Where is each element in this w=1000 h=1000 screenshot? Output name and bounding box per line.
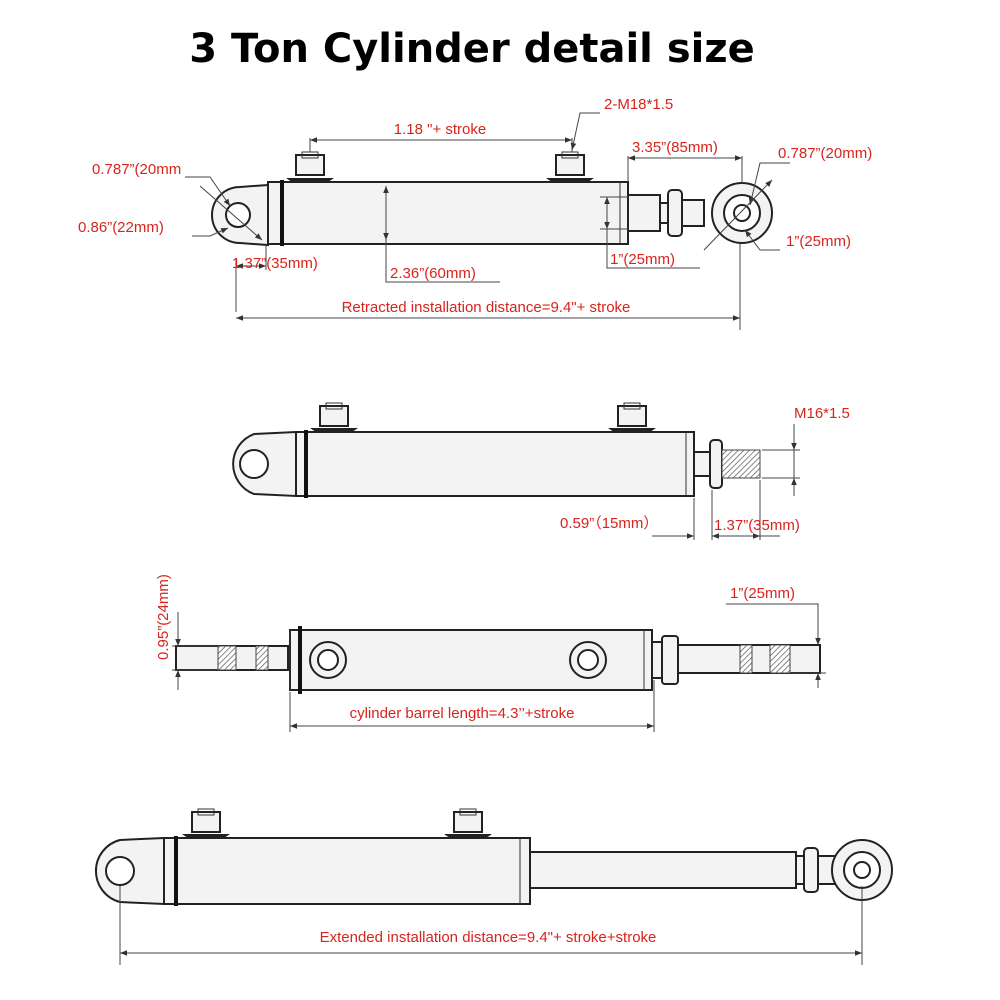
barrel-diameter-label: 2.36”(60mm) <box>390 265 476 282</box>
eye-left-hole-label: 0.787”(20mm <box>92 161 181 178</box>
view-top-plan: 0.95”(24mm) 1”(25mm) cylinder barrel len… <box>155 574 826 732</box>
barrel-4 <box>163 837 531 905</box>
rod-diameter-label: 1”(25mm) <box>610 251 675 268</box>
view-retracted-top: 1.18 "+ stroke 2-M18*1.5 3.35”(85mm) 0.7… <box>78 96 872 330</box>
eye-offset-label: 1.37”(35mm) <box>232 255 318 272</box>
eye-left-width-label: 0.86”(22mm) <box>78 219 164 236</box>
rod <box>627 194 661 232</box>
eye-right-hole-label: 0.787”(20mm) <box>778 145 872 162</box>
thread-m16 <box>721 449 761 479</box>
extended-rod <box>529 851 797 889</box>
port-thread-label: 2-M18*1.5 <box>604 96 673 113</box>
eye-hole-left <box>225 202 251 228</box>
left-width-label: 0.95”(24mm) <box>155 574 172 660</box>
port-spacing-label: 1.18 "+ stroke <box>394 121 486 138</box>
retracted-distance-label: Retracted installation distance=9.4"+ st… <box>342 299 631 316</box>
nut-length-label: 0.59”（15mm） <box>560 515 658 532</box>
eye-right-width-label: 1”(25mm) <box>786 233 851 250</box>
thread-label: M16*1.5 <box>794 405 850 422</box>
thread-length-label: 1.37”(35mm) <box>714 517 800 534</box>
view-thread-end: M16*1.5 0.59”（15mm） 1.37”(35mm) <box>232 402 850 540</box>
nut-2 <box>709 439 723 489</box>
extended-distance-label: Extended installation distance=9.4"+ str… <box>320 929 657 946</box>
barrel <box>267 181 629 245</box>
rod-length-label: 3.35”(85mm) <box>632 139 718 156</box>
barrel-length-label: cylinder barrel length=4.3’’+stroke <box>350 705 575 722</box>
page-title: 3 Ton Cylinder detail size <box>189 26 755 72</box>
right-width-label: 1”(25mm) <box>730 585 795 602</box>
view-extended: Extended installation distance=9.4"+ str… <box>94 808 893 965</box>
nut <box>667 189 683 237</box>
barrel-2 <box>295 431 695 497</box>
